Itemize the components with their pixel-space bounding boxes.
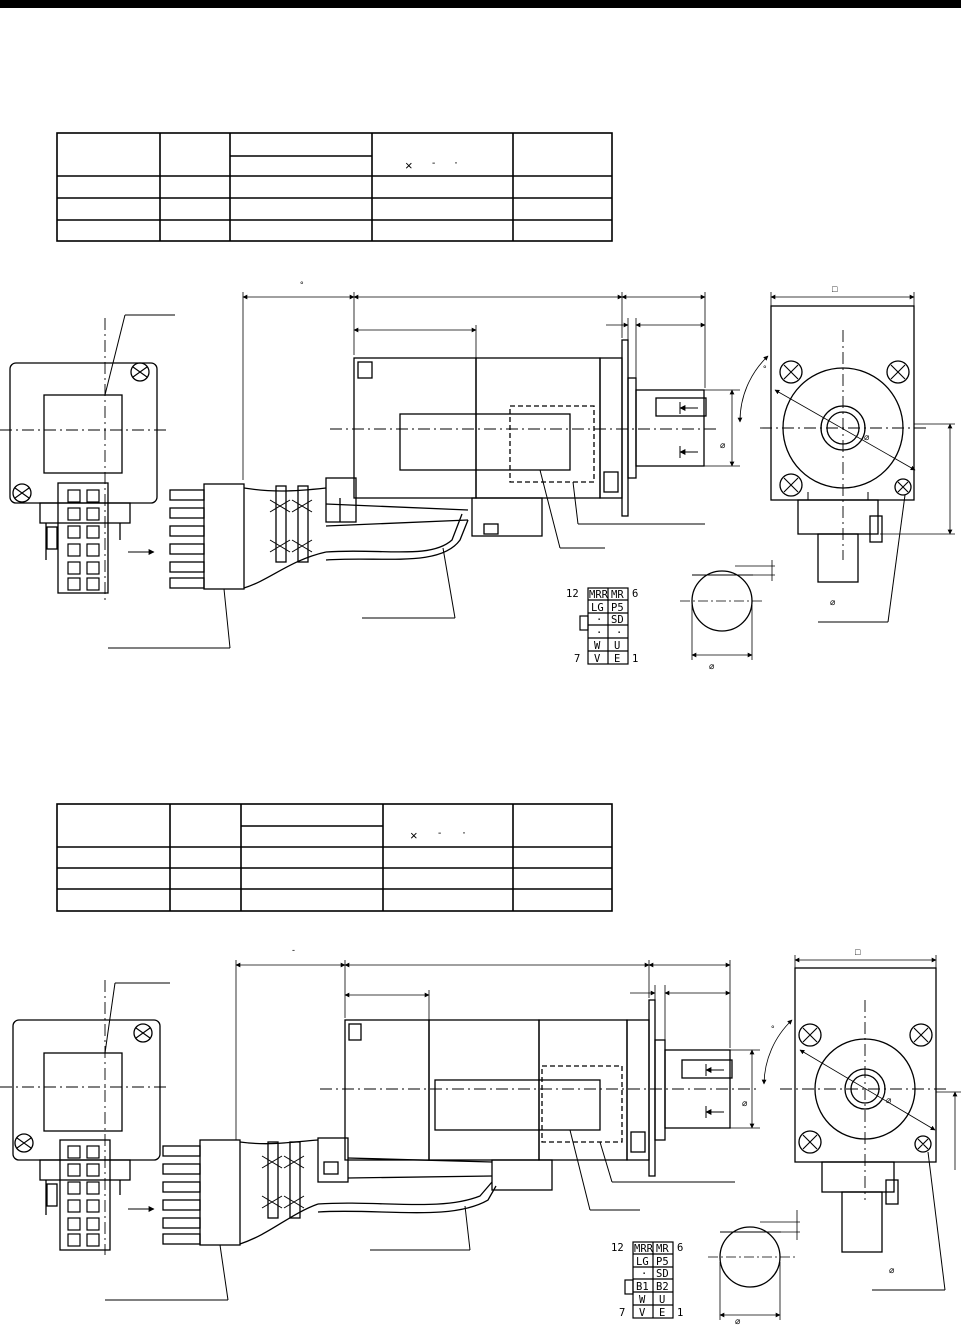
- pin-layout-2: [624, 1241, 674, 1319]
- svg-text:MRR: MRR: [634, 1243, 654, 1255]
- pin-labels-2: 12 7 6 1 MRR MR LG P5 · SD B1 B2 W U V E: [611, 1242, 683, 1319]
- svg-text:W: W: [594, 640, 601, 652]
- spec-table-1: [56, 132, 613, 242]
- square-mark-1: □: [832, 284, 838, 294]
- degree-mark-1b: °: [300, 280, 304, 290]
- svg-text:LG: LG: [636, 1256, 649, 1268]
- shaft-detail-2: [708, 1210, 800, 1320]
- diameter-mark-2c: ⌀: [889, 1265, 895, 1275]
- pin-labels-1: 12 7 6 1 MRR MR LG P5 · SD · · W U V E: [566, 588, 638, 665]
- svg-text:B2: B2: [656, 1281, 669, 1293]
- svg-text:6: 6: [677, 1242, 683, 1254]
- leader-line-1a: [104, 314, 126, 396]
- diameter-mark-2d: ⌀: [735, 1316, 741, 1326]
- table1-dash-sign: -: [432, 158, 435, 169]
- connector-pins-2: [67, 1145, 100, 1247]
- svg-text:B1: B1: [636, 1281, 649, 1293]
- svg-text:SD: SD: [611, 614, 624, 626]
- svg-text:MRR: MRR: [589, 589, 609, 601]
- svg-text:MR: MR: [611, 589, 624, 601]
- svg-text:·: ·: [596, 614, 602, 626]
- svg-text:7: 7: [574, 653, 580, 665]
- diameter-mark-1d: ⌀: [709, 661, 715, 671]
- svg-text:U: U: [614, 640, 620, 652]
- dash-mark-2: -: [292, 945, 295, 955]
- connector-front-view-2: [12, 1019, 161, 1251]
- angle-mark-2: °: [771, 1024, 775, 1034]
- header-bar: [0, 0, 961, 8]
- table2-dash-sign: -: [438, 828, 441, 839]
- svg-text:·: ·: [596, 627, 602, 639]
- connector-pins-1: [67, 489, 100, 591]
- svg-text:·: ·: [641, 1268, 647, 1280]
- pin-layout-1: [579, 587, 629, 665]
- svg-text:E: E: [614, 653, 620, 665]
- table2-multiply-sign: ×: [410, 828, 418, 843]
- motor-front-view-1: [770, 305, 915, 583]
- diameter-mark-1b: ⌀: [720, 440, 726, 450]
- cable-1: [169, 483, 469, 590]
- svg-text:U: U: [659, 1294, 665, 1306]
- svg-text:W: W: [639, 1294, 646, 1306]
- svg-text:·: ·: [616, 627, 622, 639]
- shaft-detail-1: [680, 560, 775, 660]
- svg-text:7: 7: [619, 1307, 625, 1319]
- svg-text:SD: SD: [656, 1268, 669, 1280]
- svg-text:12: 12: [566, 588, 579, 600]
- svg-text:V: V: [594, 653, 601, 665]
- diameter-mark-2a: ⌀: [886, 1095, 892, 1105]
- svg-text:1: 1: [677, 1307, 683, 1319]
- svg-text:12: 12: [611, 1242, 624, 1254]
- motor-side-view-2: [317, 999, 733, 1191]
- cable-2: [162, 1139, 497, 1246]
- drawing-2: [0, 955, 961, 1320]
- svg-text:E: E: [659, 1307, 665, 1319]
- svg-text:MR: MR: [656, 1243, 669, 1255]
- connector-front-view-1: [9, 362, 158, 594]
- svg-text:1: 1: [632, 653, 638, 665]
- table1-dot-sign: ·: [454, 155, 458, 169]
- svg-text:V: V: [639, 1307, 646, 1319]
- diameter-mark-1a: ⌀: [864, 432, 870, 442]
- svg-text:6: 6: [632, 588, 638, 600]
- motor-side-view-1: [325, 339, 707, 537]
- drawing-1: [0, 292, 955, 665]
- diameter-mark-1c: ⌀: [830, 597, 836, 607]
- svg-text:LG: LG: [591, 602, 604, 614]
- diameter-mark-2b: ⌀: [742, 1098, 748, 1108]
- spec-table-2: [56, 803, 613, 912]
- motor-front-view-2: [794, 967, 937, 1253]
- table1-multiply-sign: ×: [405, 158, 413, 173]
- square-mark-2: □: [855, 947, 861, 957]
- svg-text:P5: P5: [611, 602, 624, 614]
- angle-mark-1: °: [763, 364, 767, 374]
- table2-dot-sign: ·: [462, 825, 466, 839]
- svg-text:P5: P5: [656, 1256, 669, 1268]
